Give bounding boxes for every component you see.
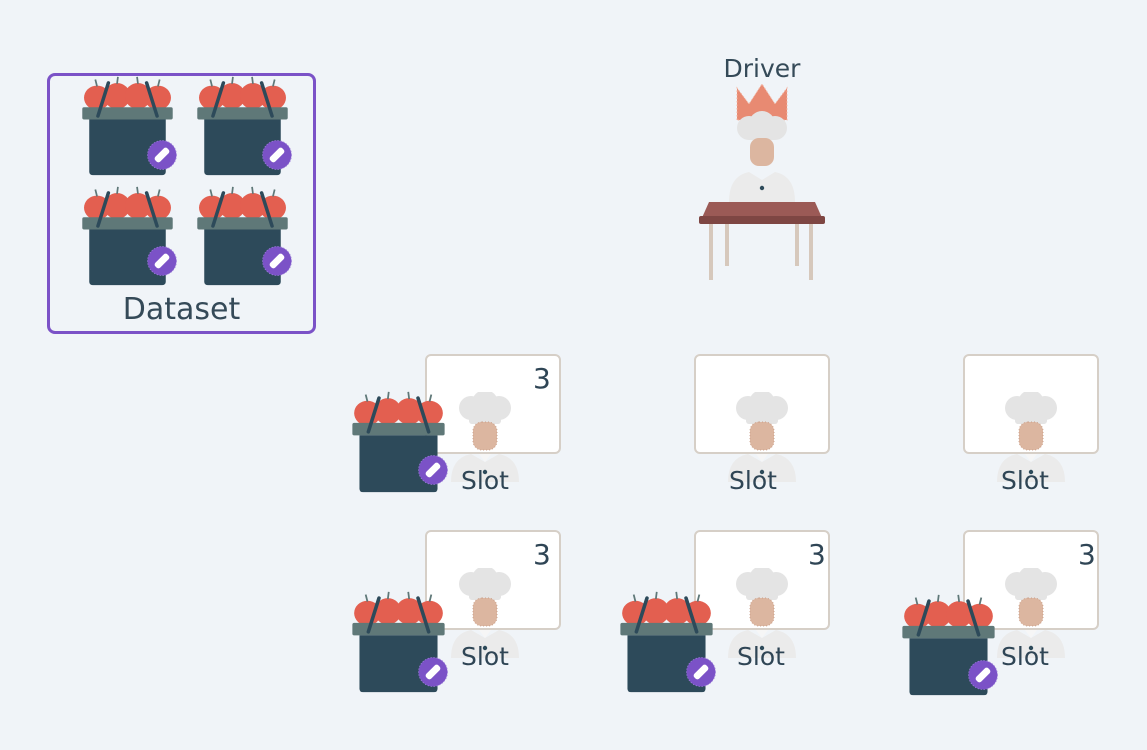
slot-label: Slot	[729, 466, 777, 495]
slot-label: Slot	[1001, 466, 1049, 495]
pencil-badge-icon	[416, 655, 450, 689]
pencil-badge-icon	[145, 138, 179, 172]
pencil-badge-icon	[260, 138, 294, 172]
slot-count: 3	[1078, 538, 1096, 571]
pencil-badge-icon	[416, 453, 450, 487]
crowned-chef-at-desk-icon	[697, 82, 827, 282]
pencil-badge-icon	[684, 655, 718, 689]
slot-label: Slot	[461, 642, 509, 671]
slot-count: 3	[808, 538, 826, 571]
dataset-box	[47, 73, 316, 334]
dataset-label: Dataset	[122, 292, 241, 327]
slot-label: Slot	[461, 466, 509, 495]
slot-label: Slot	[1001, 642, 1049, 671]
pencil-badge-icon	[260, 244, 294, 278]
slot-label: Slot	[737, 642, 785, 671]
pencil-badge-icon	[145, 244, 179, 278]
slot-count: 3	[533, 538, 551, 571]
slot-count: 3	[533, 362, 551, 395]
pencil-badge-icon	[966, 658, 1000, 692]
driver-label: Driver	[723, 54, 801, 83]
